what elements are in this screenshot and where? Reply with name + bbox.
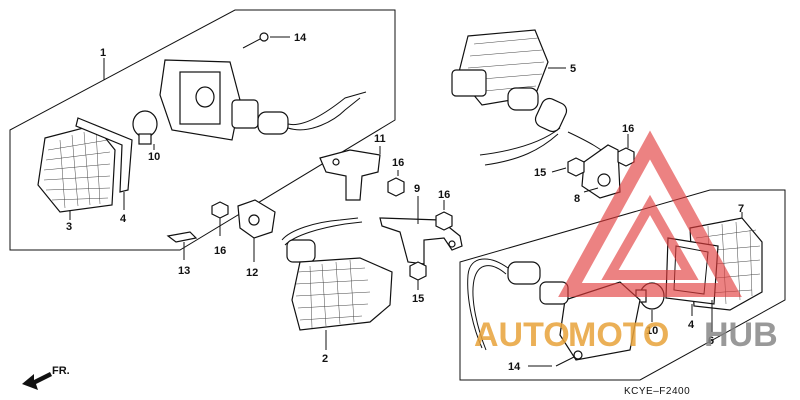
housing-6 [467, 258, 641, 361]
bracket-8 [581, 144, 621, 199]
turn-signal-5 [451, 29, 616, 166]
lens-3 [37, 124, 116, 213]
callout-15-mid: 15 [412, 293, 424, 305]
callout-2: 2 [322, 353, 328, 365]
callout-14: 14 [294, 32, 307, 44]
watermark-triangle-logo [558, 130, 742, 297]
callout-16-mid: 16 [392, 157, 404, 169]
callout-10-right: 10 [646, 325, 658, 337]
diagram-code: KCYE–F2400 [624, 386, 690, 397]
callout-10: 10 [148, 151, 160, 163]
screw-14-top [242, 32, 269, 49]
watermark-text-hub: HUB [704, 316, 778, 354]
gasket-4 [75, 117, 133, 193]
housing-1 [159, 59, 367, 141]
turn-signal-2 [281, 217, 393, 331]
clip-13 [166, 231, 198, 243]
callout-4: 4 [120, 213, 127, 225]
bracket-12 [237, 199, 276, 239]
nut-16-right [435, 211, 453, 231]
stay-9 [379, 217, 463, 265]
assembly-outline-left [9, 9, 396, 251]
callout-5: 5 [570, 63, 576, 75]
nut-16-mid [387, 177, 405, 197]
callout-15-right: 15 [534, 167, 546, 179]
direction-label: FR. [52, 365, 70, 377]
callout-11: 11 [374, 133, 386, 145]
nut-16-left [211, 201, 229, 219]
front-direction-arrow: FR. [22, 365, 70, 390]
callout-7: 7 [738, 203, 744, 215]
bulb-10 [132, 110, 158, 145]
callout-13: 13 [178, 265, 190, 277]
callout-9: 9 [414, 183, 420, 195]
assembly-outline-right [459, 189, 786, 381]
watermark: AUTO MOTO HUB [474, 130, 778, 354]
callout-16-right: 16 [438, 189, 450, 201]
stay-11 [319, 149, 381, 201]
callout-16-left: 16 [214, 245, 226, 257]
callout-4-right: 4 [688, 319, 695, 331]
nut-16-top-right [617, 147, 635, 167]
screw-14-bottom [555, 350, 583, 367]
nut-15-mid [409, 261, 427, 281]
leader-lines [69, 36, 743, 367]
watermark-text-moto: MOTO [568, 316, 669, 354]
watermark-text-auto: AUTO [474, 316, 570, 354]
callout-1: 1 [100, 47, 106, 59]
callout-8: 8 [574, 193, 580, 205]
callout-16-top-right: 16 [622, 123, 634, 135]
callout-14-bottom: 14 [508, 361, 521, 373]
callout-3: 3 [66, 221, 72, 233]
nut-15-right [567, 157, 585, 177]
callout-6: 6 [708, 335, 714, 347]
callout-12: 12 [246, 267, 258, 279]
